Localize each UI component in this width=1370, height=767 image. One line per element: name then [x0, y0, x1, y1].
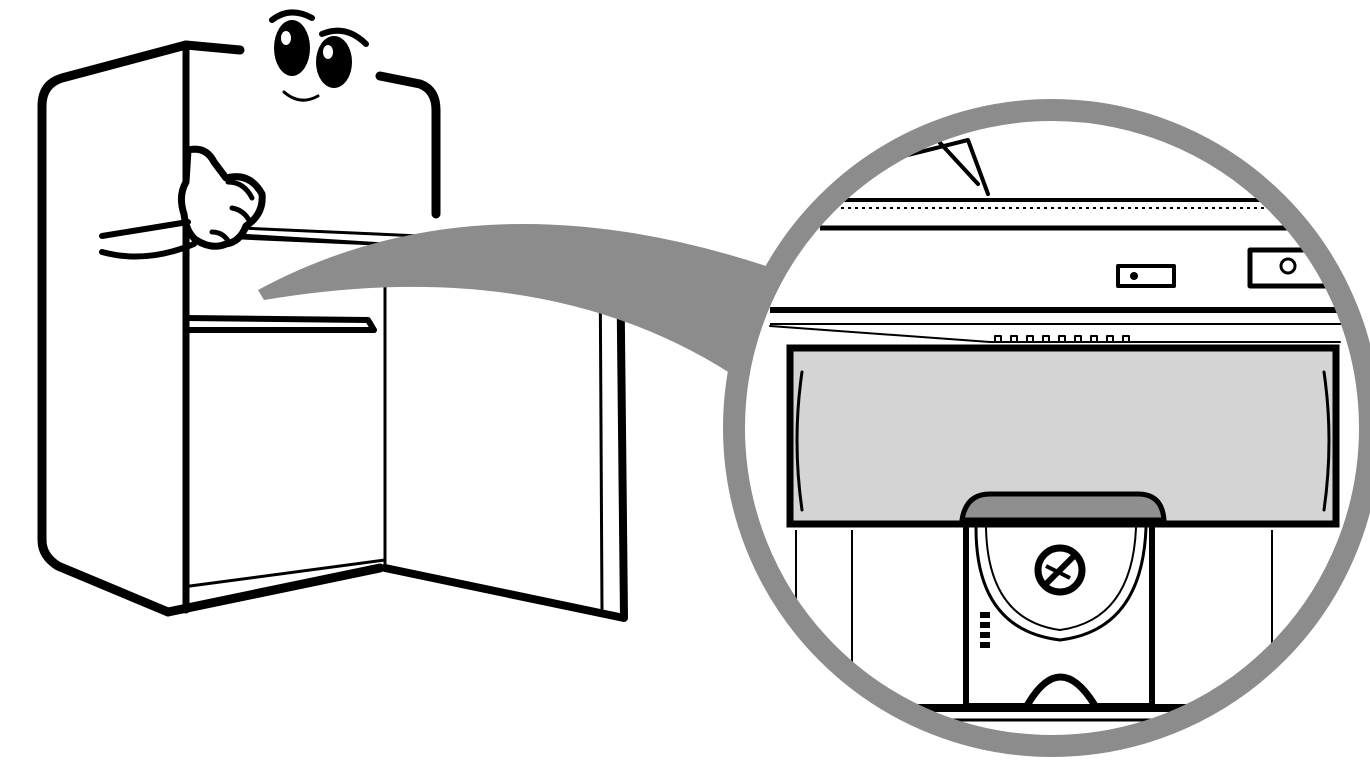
zoom-detail — [734, 110, 1370, 767]
screw-icon — [1038, 548, 1082, 592]
cover-tab — [962, 494, 1164, 520]
refrigerator — [42, 12, 624, 618]
callout-pointer — [258, 224, 772, 390]
eyes-icon — [272, 12, 366, 100]
thumbs-up-hand-icon — [102, 149, 262, 256]
